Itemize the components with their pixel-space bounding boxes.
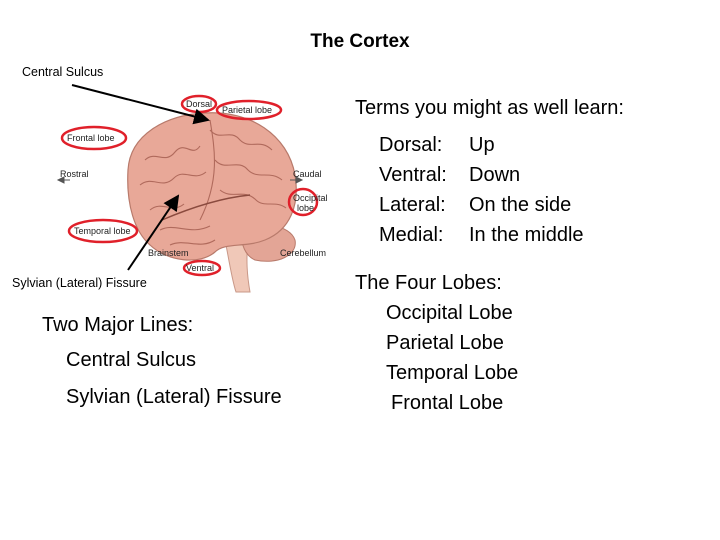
two-lines-heading-colon: : [187, 314, 194, 336]
term-definition: In the middle [469, 224, 584, 246]
terms-heading: Terms you might as well learn: [355, 97, 624, 119]
label-occipital-2: lobe [297, 203, 314, 213]
gyri-lines [139, 119, 287, 246]
term-definition: On the side [469, 194, 572, 216]
central-sulcus-caption: Central Sulcus [22, 65, 104, 79]
two-lines-heading-text: Two Major Lines [42, 314, 188, 336]
term-label: Medial: [379, 224, 444, 246]
label-cerebellum: Cerebellum [280, 248, 326, 258]
two-lines-heading: Two Major Lines: [42, 314, 193, 337]
label-temporal: Temporal lobe [74, 226, 131, 236]
lobes-heading: The Four Lobes: [355, 272, 502, 295]
term-label: Dorsal: [379, 134, 443, 156]
direction-arrows [56, 176, 304, 184]
two-lines-item: Sylvian (Lateral) Fissure [66, 386, 282, 408]
brain-diagram: Dorsal Parietal lobe Frontal lobe Rostra… [56, 94, 328, 293]
label-occipital-1: Occipital [293, 193, 328, 203]
sylvian-fissure-caption: Sylvian (Lateral) Fissure [12, 276, 147, 290]
lobes-heading-colon: : [496, 272, 502, 294]
label-frontal: Frontal lobe [67, 133, 115, 143]
label-dorsal: Dorsal [186, 99, 212, 109]
two-lines-item: Central Sulcus [66, 349, 197, 371]
term-label: Ventral: [379, 164, 447, 186]
sylvian-fissure-arrow [127, 194, 180, 271]
lobe-item: Frontal Lobe [391, 392, 504, 414]
lobes-heading-text: The Four Lobes [355, 272, 497, 294]
label-brainstem: Brainstem [148, 248, 189, 258]
lobe-item: Parietal Lobe [386, 332, 504, 354]
label-ventral: Ventral [186, 263, 214, 273]
highlight-rings [60, 94, 319, 277]
label-parietal: Parietal lobe [222, 105, 272, 115]
lobe-item: Occipital Lobe [386, 302, 513, 324]
term-label: Lateral: [379, 194, 446, 216]
label-caudal: Caudal [293, 169, 322, 179]
page-title: The Cortex [310, 31, 410, 52]
central-sulcus-arrow [71, 84, 210, 125]
term-definition: Up [469, 134, 495, 156]
term-definition: Down [469, 164, 521, 186]
label-rostral: Rostral [60, 169, 89, 179]
lobe-item: Temporal Lobe [386, 362, 519, 384]
